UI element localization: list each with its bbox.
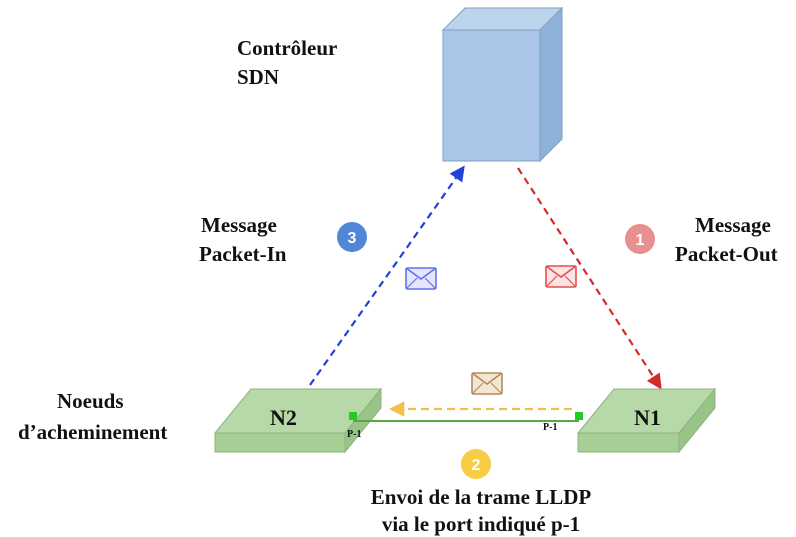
lldp-caption-line2: via le port indiqué p-1 <box>382 512 580 536</box>
controller-side-face <box>539 6 563 163</box>
n1-name: N1 <box>634 405 661 430</box>
step-2-badge: 2 <box>461 449 491 479</box>
packet-in-label-line1: Message <box>201 213 277 237</box>
packet-in-label-line2: Packet-In <box>199 242 287 266</box>
controller-label-line2: SDN <box>237 65 279 89</box>
forwarding-node-n2 <box>213 387 383 454</box>
nodes-group-label-line1: Noeuds <box>57 389 124 413</box>
n2-name: N2 <box>270 405 297 430</box>
step-1-badge: 1 <box>625 224 655 254</box>
n1-port-label: P-1 <box>543 422 557 433</box>
n1-side-face <box>678 387 716 454</box>
packet-out-label-line2: Packet-Out <box>675 242 778 266</box>
packet-out-arrow <box>517 167 662 390</box>
envelope-icon <box>545 265 577 288</box>
envelope-icon <box>405 267 437 290</box>
sdn-controller <box>441 6 564 163</box>
n1-port-marker <box>575 412 583 420</box>
lldp-caption-line1: Envoi de la trame LLDP <box>371 485 592 509</box>
packet-out-label-line1: Message <box>695 213 771 237</box>
step-3-badge: 3 <box>337 222 367 252</box>
step-3-number: 3 <box>348 230 357 247</box>
n1-front-face <box>577 432 680 453</box>
nodes-group-label-line2: d’acheminement <box>18 420 167 444</box>
forwarding-node-n1 <box>576 387 717 454</box>
controller-front-face <box>442 29 541 162</box>
controller-label-line1: Contrôleur <box>237 36 337 60</box>
step-2-number: 2 <box>472 457 481 474</box>
n2-port-marker <box>349 412 357 420</box>
n2-port-label: P-1 <box>347 429 361 440</box>
envelope-icon <box>471 372 503 395</box>
n2-front-face <box>214 432 346 453</box>
step-1-number: 1 <box>636 232 645 249</box>
packet-in-arrow <box>309 165 465 386</box>
